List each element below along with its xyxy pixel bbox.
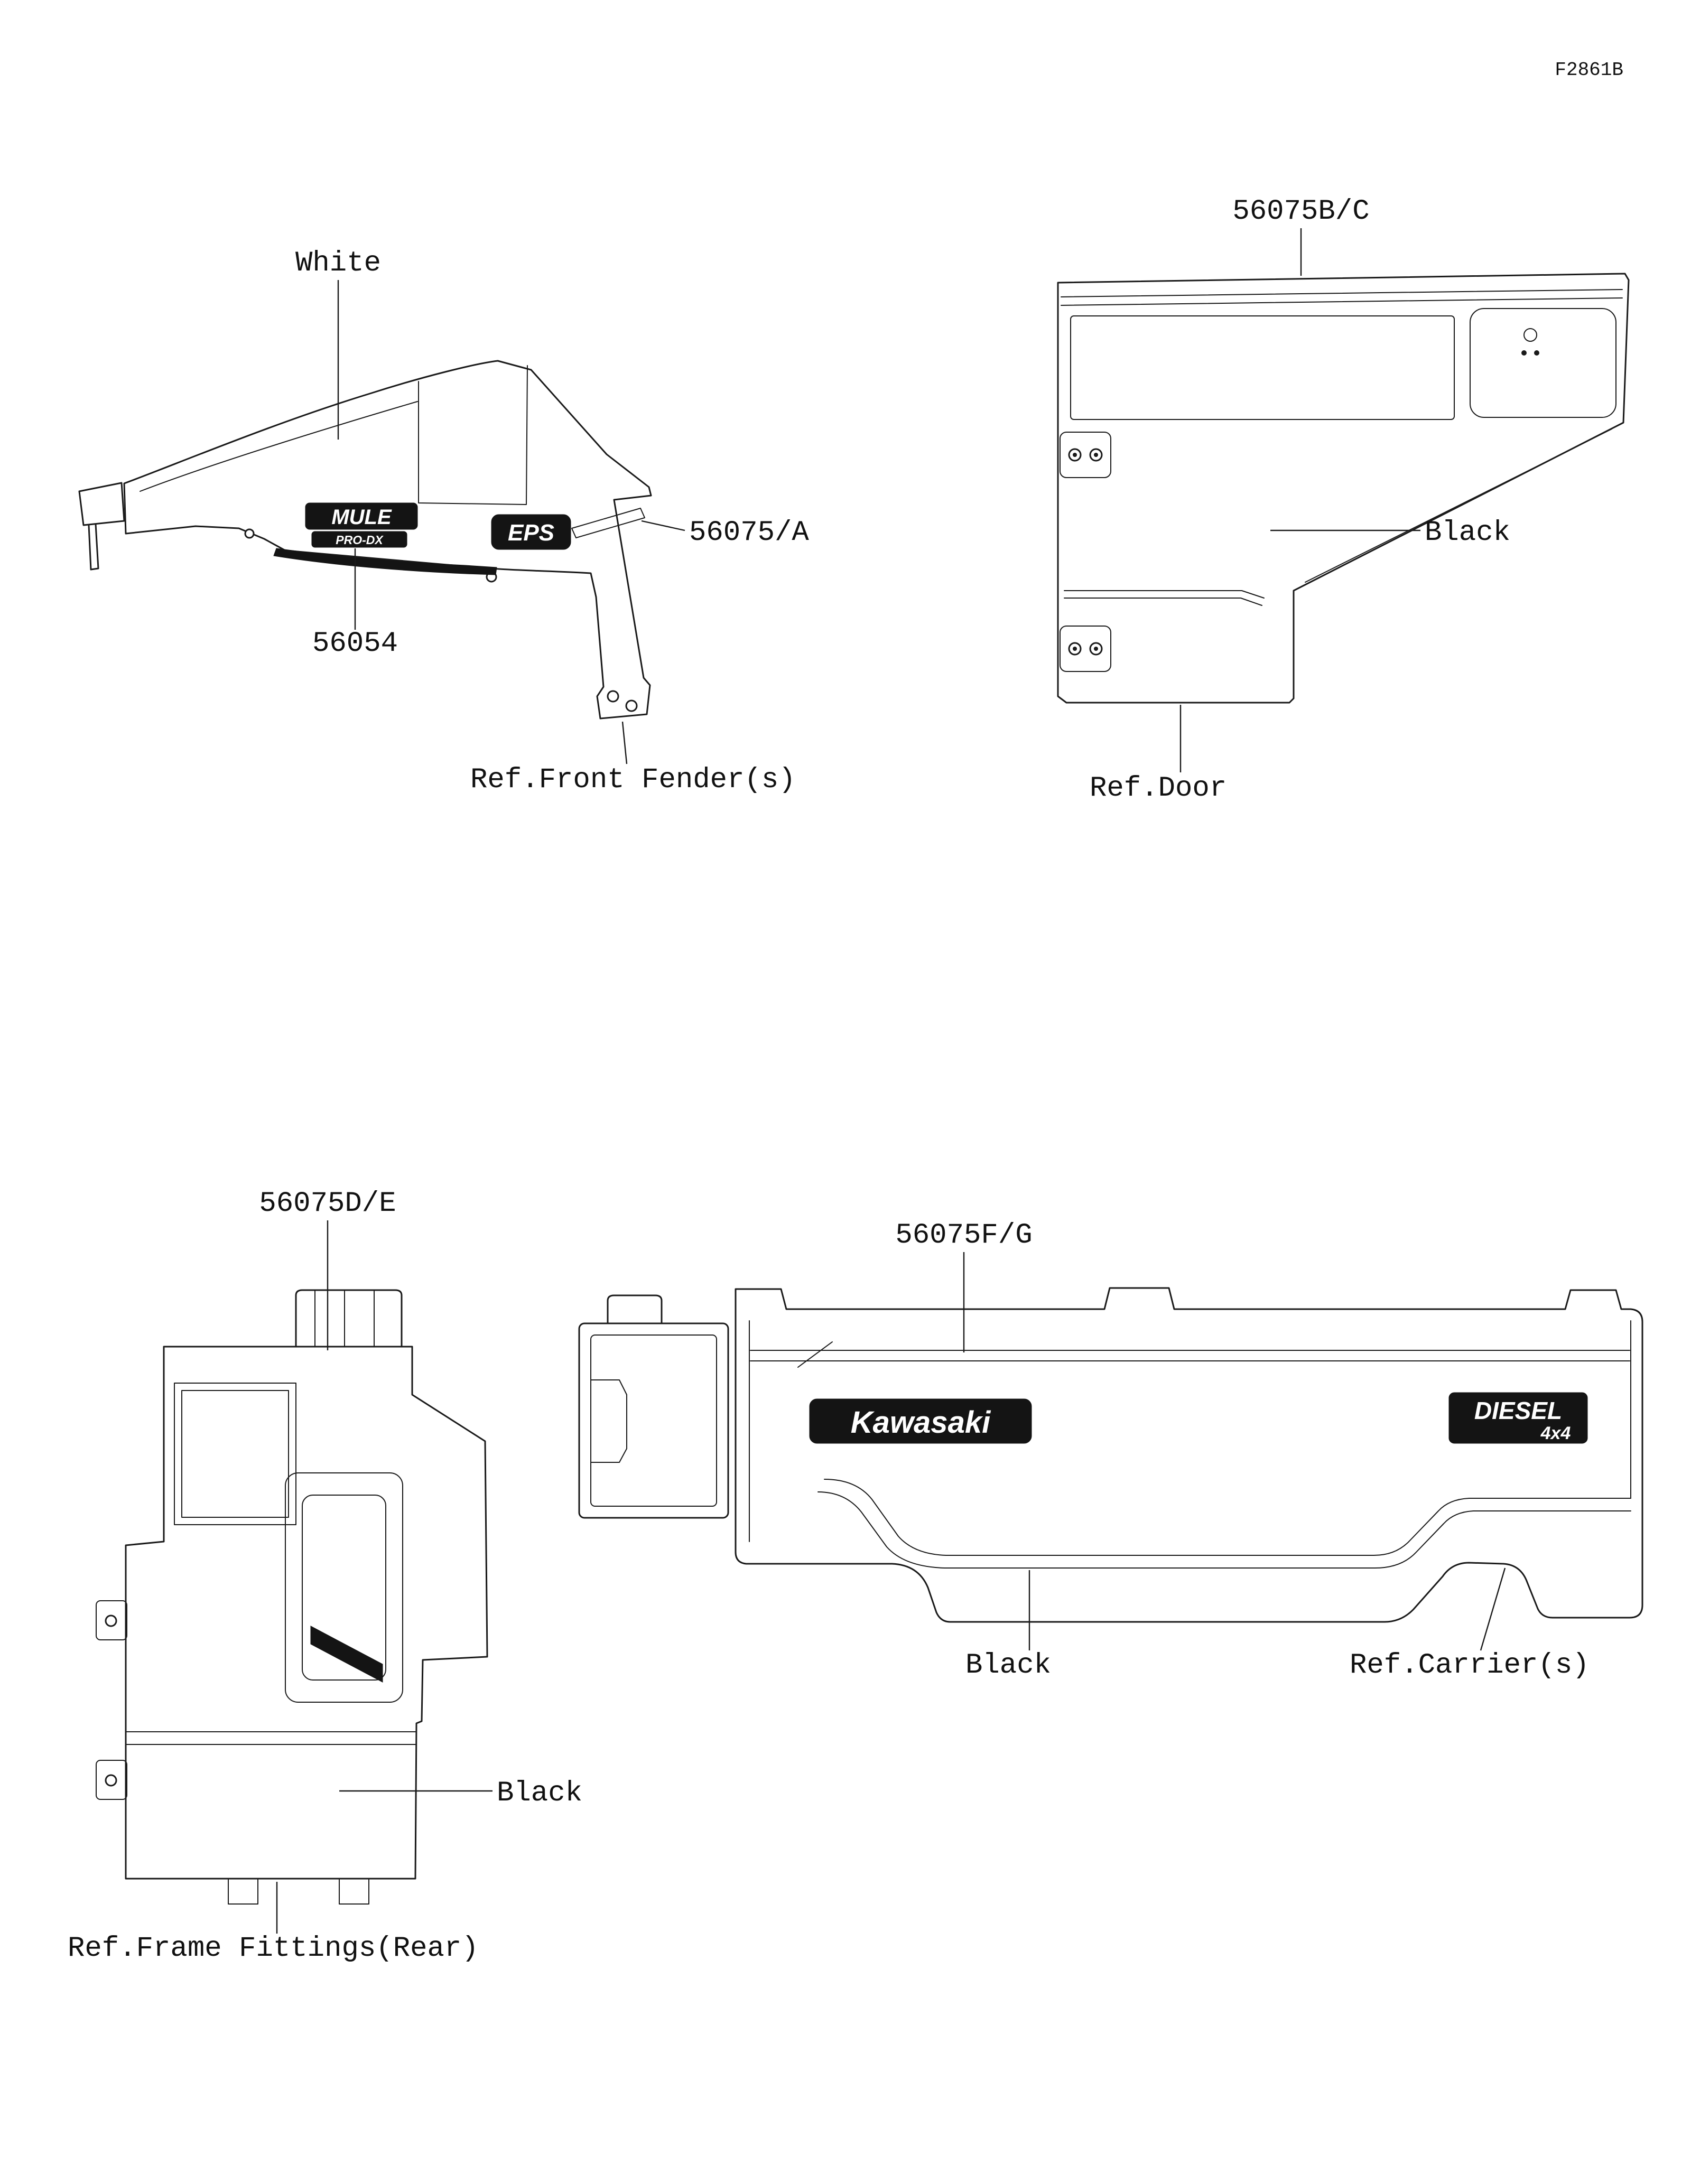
door-hinge <box>1060 626 1111 672</box>
carrier-color-label: Black <box>965 1649 1051 1682</box>
fender-bolt-hole <box>244 528 255 539</box>
door-diagram: 56075B/C Black Ref.Door <box>1057 195 1630 805</box>
mule-emblem-text: MULE <box>331 506 392 529</box>
frame-top-tab <box>295 1289 403 1348</box>
fourx4-badge-text: 4x4 <box>1540 1423 1571 1443</box>
frame-inner-panel <box>181 1390 289 1518</box>
kawasaki-badge <box>809 1398 1032 1444</box>
carrier-ref-label: Ref.Carrier(s) <box>1350 1649 1590 1682</box>
fender-color-label: White <box>295 247 381 279</box>
door-window-panel <box>1070 315 1455 420</box>
frame-bracket-hole <box>105 1614 117 1627</box>
fender-post-lines <box>418 365 528 505</box>
front-fender-diagram: MULE PRO-DX EPS White 56075/A 56054 Ref.… <box>78 247 809 796</box>
carrier-decal-label: 56075F/G <box>895 1219 1032 1252</box>
fender-foot-hole <box>607 690 619 703</box>
frame-pocket-shadow <box>310 1626 383 1683</box>
fender-mirror <box>78 482 125 526</box>
fender-inner-contour <box>140 401 418 492</box>
fender-decal-label: 56075/A <box>689 517 809 549</box>
frame-foot <box>339 1878 369 1905</box>
carrier-stripe-slash <box>797 1341 833 1368</box>
door-hinge-pin <box>1094 647 1098 651</box>
door-latch-icon <box>1523 328 1537 342</box>
mule-model-text: PRO-DX <box>336 533 384 547</box>
leader-line-ref-carrier <box>1480 1567 1506 1651</box>
frame-pocket-inner <box>302 1495 386 1681</box>
fender-ref-label: Ref.Front Fender(s) <box>470 764 796 796</box>
frame-outline <box>125 1346 488 1880</box>
frame-bracket <box>96 1760 127 1800</box>
carrier-outline <box>735 1287 1643 1623</box>
carrier-end-block <box>578 1322 729 1519</box>
door-inner-diagonal <box>1305 428 1612 583</box>
mule-model-plate <box>311 531 407 548</box>
carrier-end-notch <box>590 1379 627 1463</box>
frame-bracket-hole <box>105 1774 117 1787</box>
fender-stripe-decal <box>273 548 497 575</box>
carrier-swoosh-line <box>817 1491 1631 1569</box>
mule-emblem-plate <box>305 502 418 530</box>
eps-decal-text: EPS <box>508 520 554 546</box>
kawasaki-badge-text: Kawasaki <box>851 1405 991 1440</box>
frame-pocket-outer <box>285 1472 403 1703</box>
frame-decal-label: 56075D/E <box>259 1188 396 1220</box>
frame-inner-panel <box>174 1383 296 1525</box>
door-lower-stripe <box>1064 590 1265 599</box>
page-code: F2861B <box>1555 59 1623 81</box>
door-latch-dot <box>1534 350 1539 356</box>
door-hinge-pin <box>1094 453 1098 457</box>
frame-color-label: Black <box>497 1777 582 1809</box>
carrier-diagram: Kawasaki DIESEL 4x4 56075F/G Black Ref.C… <box>578 1219 1643 1682</box>
frame-bracket <box>96 1600 127 1640</box>
door-latch-panel <box>1470 308 1616 418</box>
door-top-stripe <box>1061 289 1623 297</box>
carrier-end-inner <box>590 1334 717 1507</box>
fender-outline <box>123 360 652 720</box>
carrier-end-tab <box>607 1294 663 1324</box>
leader-line-56075a <box>641 520 685 531</box>
door-outline <box>1057 273 1630 704</box>
door-top-stripe <box>1061 297 1623 306</box>
fender-foot-hole <box>625 699 638 712</box>
diesel-badge-text: DIESEL <box>1474 1397 1562 1424</box>
door-hinge-pin <box>1073 647 1077 651</box>
frame-foot <box>228 1878 258 1905</box>
door-hinge <box>1060 432 1111 478</box>
eps-decal-plate <box>491 514 571 550</box>
leader-line-ref-front-fender <box>621 721 628 764</box>
door-decal-label: 56075B/C <box>1232 195 1369 228</box>
frame-ref-label: Ref.Frame Fittings(Rear) <box>68 1933 479 1965</box>
fender-emblem-label: 56054 <box>312 628 398 660</box>
carrier-swoosh-line <box>824 1479 1631 1556</box>
door-ref-label: Ref.Door <box>1090 772 1227 805</box>
frame-tab-ribs <box>314 1290 375 1347</box>
door-latch-dot <box>1521 350 1527 356</box>
diesel-badge <box>1448 1392 1588 1444</box>
frame-fittings-diagram: 56075D/E Black Ref.Frame Fittings(Rear) <box>68 1188 582 1965</box>
door-color-label: Black <box>1425 517 1510 549</box>
door-lower-stripe <box>1064 598 1262 606</box>
door-hinge-pin <box>1073 453 1077 457</box>
eps-decal-flag <box>571 508 645 538</box>
fender-mirror-stalk <box>88 523 99 571</box>
